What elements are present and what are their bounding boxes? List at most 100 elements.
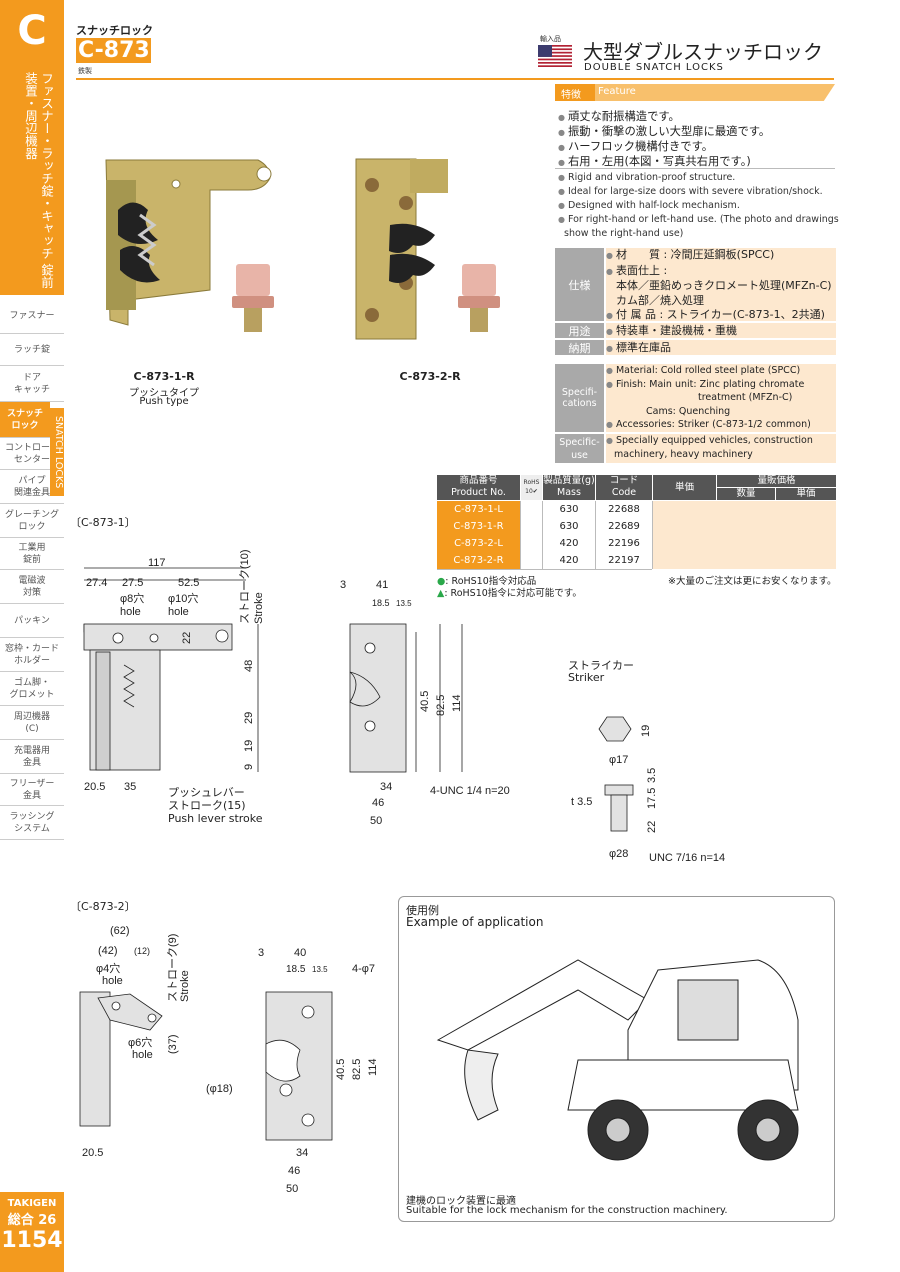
d1-w525: 52.5 [178, 577, 199, 589]
sidebar-item-9[interactable]: パッキン [0, 604, 64, 638]
sidebar-item-14[interactable]: フリーザー 金具 [0, 774, 64, 806]
d1s-w50: 50 [370, 815, 382, 827]
th-mass-en: Mass [557, 487, 581, 498]
page-footer-box: TAKIGEN 総合 26 1154 [0, 1192, 64, 1272]
application-box [398, 896, 835, 1222]
feature-en-2: Ideal for large-size doors with severe v… [558, 186, 823, 197]
th-code-jp: コード [609, 475, 639, 486]
d1s-w185: 18.5 [372, 598, 390, 608]
feature-divider [555, 168, 835, 169]
d1-hole8: φ8穴 [120, 591, 144, 605]
d2s-w50: 50 [286, 1183, 298, 1195]
spec-en-material: Material: Cold rolled steel plate (SPCC) [606, 364, 836, 378]
spec-label: 仕様 [555, 248, 604, 321]
striker-h22: 22 [646, 821, 658, 833]
feature-jp-2: 振動・衝撃の激しい大型扉に最適です。 [558, 123, 770, 139]
th-mass: 製品質量(g)Mass [543, 475, 595, 500]
sidebar-item-0[interactable]: ファスナー [0, 298, 64, 334]
d2s-w46: 46 [288, 1165, 300, 1177]
photo1-jp: プッシュタイプ [129, 388, 199, 399]
d2s-h825: 82.5 [351, 1059, 363, 1080]
brand-name: TAKIGEN [7, 1198, 57, 1209]
d1-w275: 27.5 [122, 577, 143, 589]
striker-d17: φ17 [609, 754, 628, 766]
cell-product: C-873-2-R [437, 552, 521, 569]
spec-en-use-2: machinery, heavy machinery [614, 449, 753, 460]
th-code-en: Code [611, 487, 637, 498]
th-rohs: RoHS 10✔ [521, 475, 542, 500]
d1-h9: 9 [243, 764, 255, 770]
d1s-w135: 13.5 [396, 599, 412, 608]
d2-h37: (37) [167, 1034, 179, 1054]
d1-hole10-en: hole [168, 606, 189, 618]
sidebar-item-15[interactable]: ラッシング システム [0, 806, 64, 840]
drawing1-side: 3 41 18.5 13.5 40.5 82.5 114 34 46 50 4-… [340, 579, 510, 827]
spec-finish-2: カム部／焼入処理 [616, 293, 704, 307]
cell-rohs [521, 518, 543, 535]
d1s-w3: 3 [340, 579, 346, 591]
striker-h35: 3.5 [646, 768, 658, 783]
d2s-w40: 40 [294, 947, 306, 959]
spec-finish-1: 本体／亜鉛めっきクロメート処理(MFZn-C) [616, 279, 832, 292]
cell-mass: 630 [543, 501, 596, 518]
use-label: 用途 [555, 323, 604, 338]
d1-h22: 22 [181, 632, 193, 644]
sidebar-item-2[interactable]: ドア キャッチ [0, 366, 64, 402]
sidebar-item-12[interactable]: 周辺機器 (C) [0, 706, 64, 740]
feature-en-4: For right-hand or left-hand use. (The ph… [558, 214, 839, 225]
rohs-legend-2: ▲: RoHS10指令に対応可能です。 [437, 585, 582, 599]
spec-en-use-1: Specially equipped vehicles, constructio… [606, 434, 836, 448]
sidebar-item-8[interactable]: 電磁波 対策 [0, 570, 64, 604]
spec-en-finish: Finish: Main unit: Zinc plating chromate [606, 378, 836, 392]
sidebar-item-1[interactable]: ラッチ錠 [0, 334, 64, 366]
category-box [0, 0, 64, 295]
photo2-code: C-873-2-R [399, 370, 461, 383]
cell-product: C-873-1-R [437, 518, 521, 535]
d1-w274: 27.4 [86, 577, 107, 589]
category-label: スナッチロック [76, 24, 153, 37]
d2s-w34: 34 [296, 1147, 308, 1159]
d2-hole6: φ6穴 [128, 1035, 152, 1049]
sidebar-item-10[interactable]: 窓枠・カード ホルダー [0, 638, 64, 672]
d2-stroke: ストローク(9) [166, 934, 179, 1002]
d1-stroke-en: Stroke [253, 592, 265, 624]
spec-en-accessory: Accessories: Striker (C-873-1/2 common) [606, 418, 836, 432]
d1-w117: 117 [148, 557, 166, 569]
drawing2-title: 〔C-873-2〕 [70, 900, 136, 913]
delivery-value: 標準在庫品 [606, 340, 836, 355]
cell-product: C-873-1-L [437, 501, 521, 518]
rohs-dot-icon: ● [437, 576, 446, 587]
th-qty: 数量 [717, 488, 775, 500]
d2-w12: (12) [134, 946, 150, 956]
feature-label-jp: 特徴 [561, 90, 581, 101]
sidebar-item-4[interactable]: コントロール センター [0, 438, 64, 470]
excavator-illustration [436, 959, 799, 1161]
d2s-h114: 114 [367, 1058, 379, 1076]
push-lever-en: Push lever stroke [168, 812, 263, 825]
striker-d28: φ28 [609, 848, 628, 860]
d2s-w185: 18.5 [286, 964, 306, 975]
striker-h19: 19 [640, 725, 652, 737]
d1s-w34: 34 [380, 781, 392, 793]
spec-en-finish-1: treatment (MFZn-C) [698, 392, 793, 404]
sidebar-item-3[interactable]: スナッチ ロック [0, 402, 50, 438]
cell-rohs [521, 535, 543, 552]
sidebar-item-11[interactable]: ゴム脚・ グロメット [0, 672, 64, 706]
sidebar-item-5[interactable]: パイプ 関連金具 [0, 470, 64, 504]
feature-jp-1: 頑丈な耐振構造です。 [558, 108, 680, 124]
feature-label-en: Feature [598, 86, 636, 97]
d1s-thread: 4-UNC 1/4 n=20 [430, 785, 510, 797]
d2-hole4: φ4穴 [96, 961, 120, 975]
import-label: 輸入品 [540, 35, 561, 43]
feature-en-1: Rigid and vibration-proof structure. [558, 172, 735, 183]
sidebar-item-6[interactable]: グレーチング ロック [0, 504, 64, 538]
photo-c873-2-r [355, 158, 448, 340]
sidebar-item-13[interactable]: 充電器用 金具 [0, 740, 64, 774]
cell-mass: 420 [543, 535, 596, 552]
sidebar-item-7[interactable]: 工業用 錠前 [0, 538, 64, 570]
cell-rohs [521, 501, 543, 518]
th-mass-jp: 製品質量(g) [543, 475, 595, 486]
product-title-en: DOUBLE SNATCH LOCKS [584, 62, 724, 73]
